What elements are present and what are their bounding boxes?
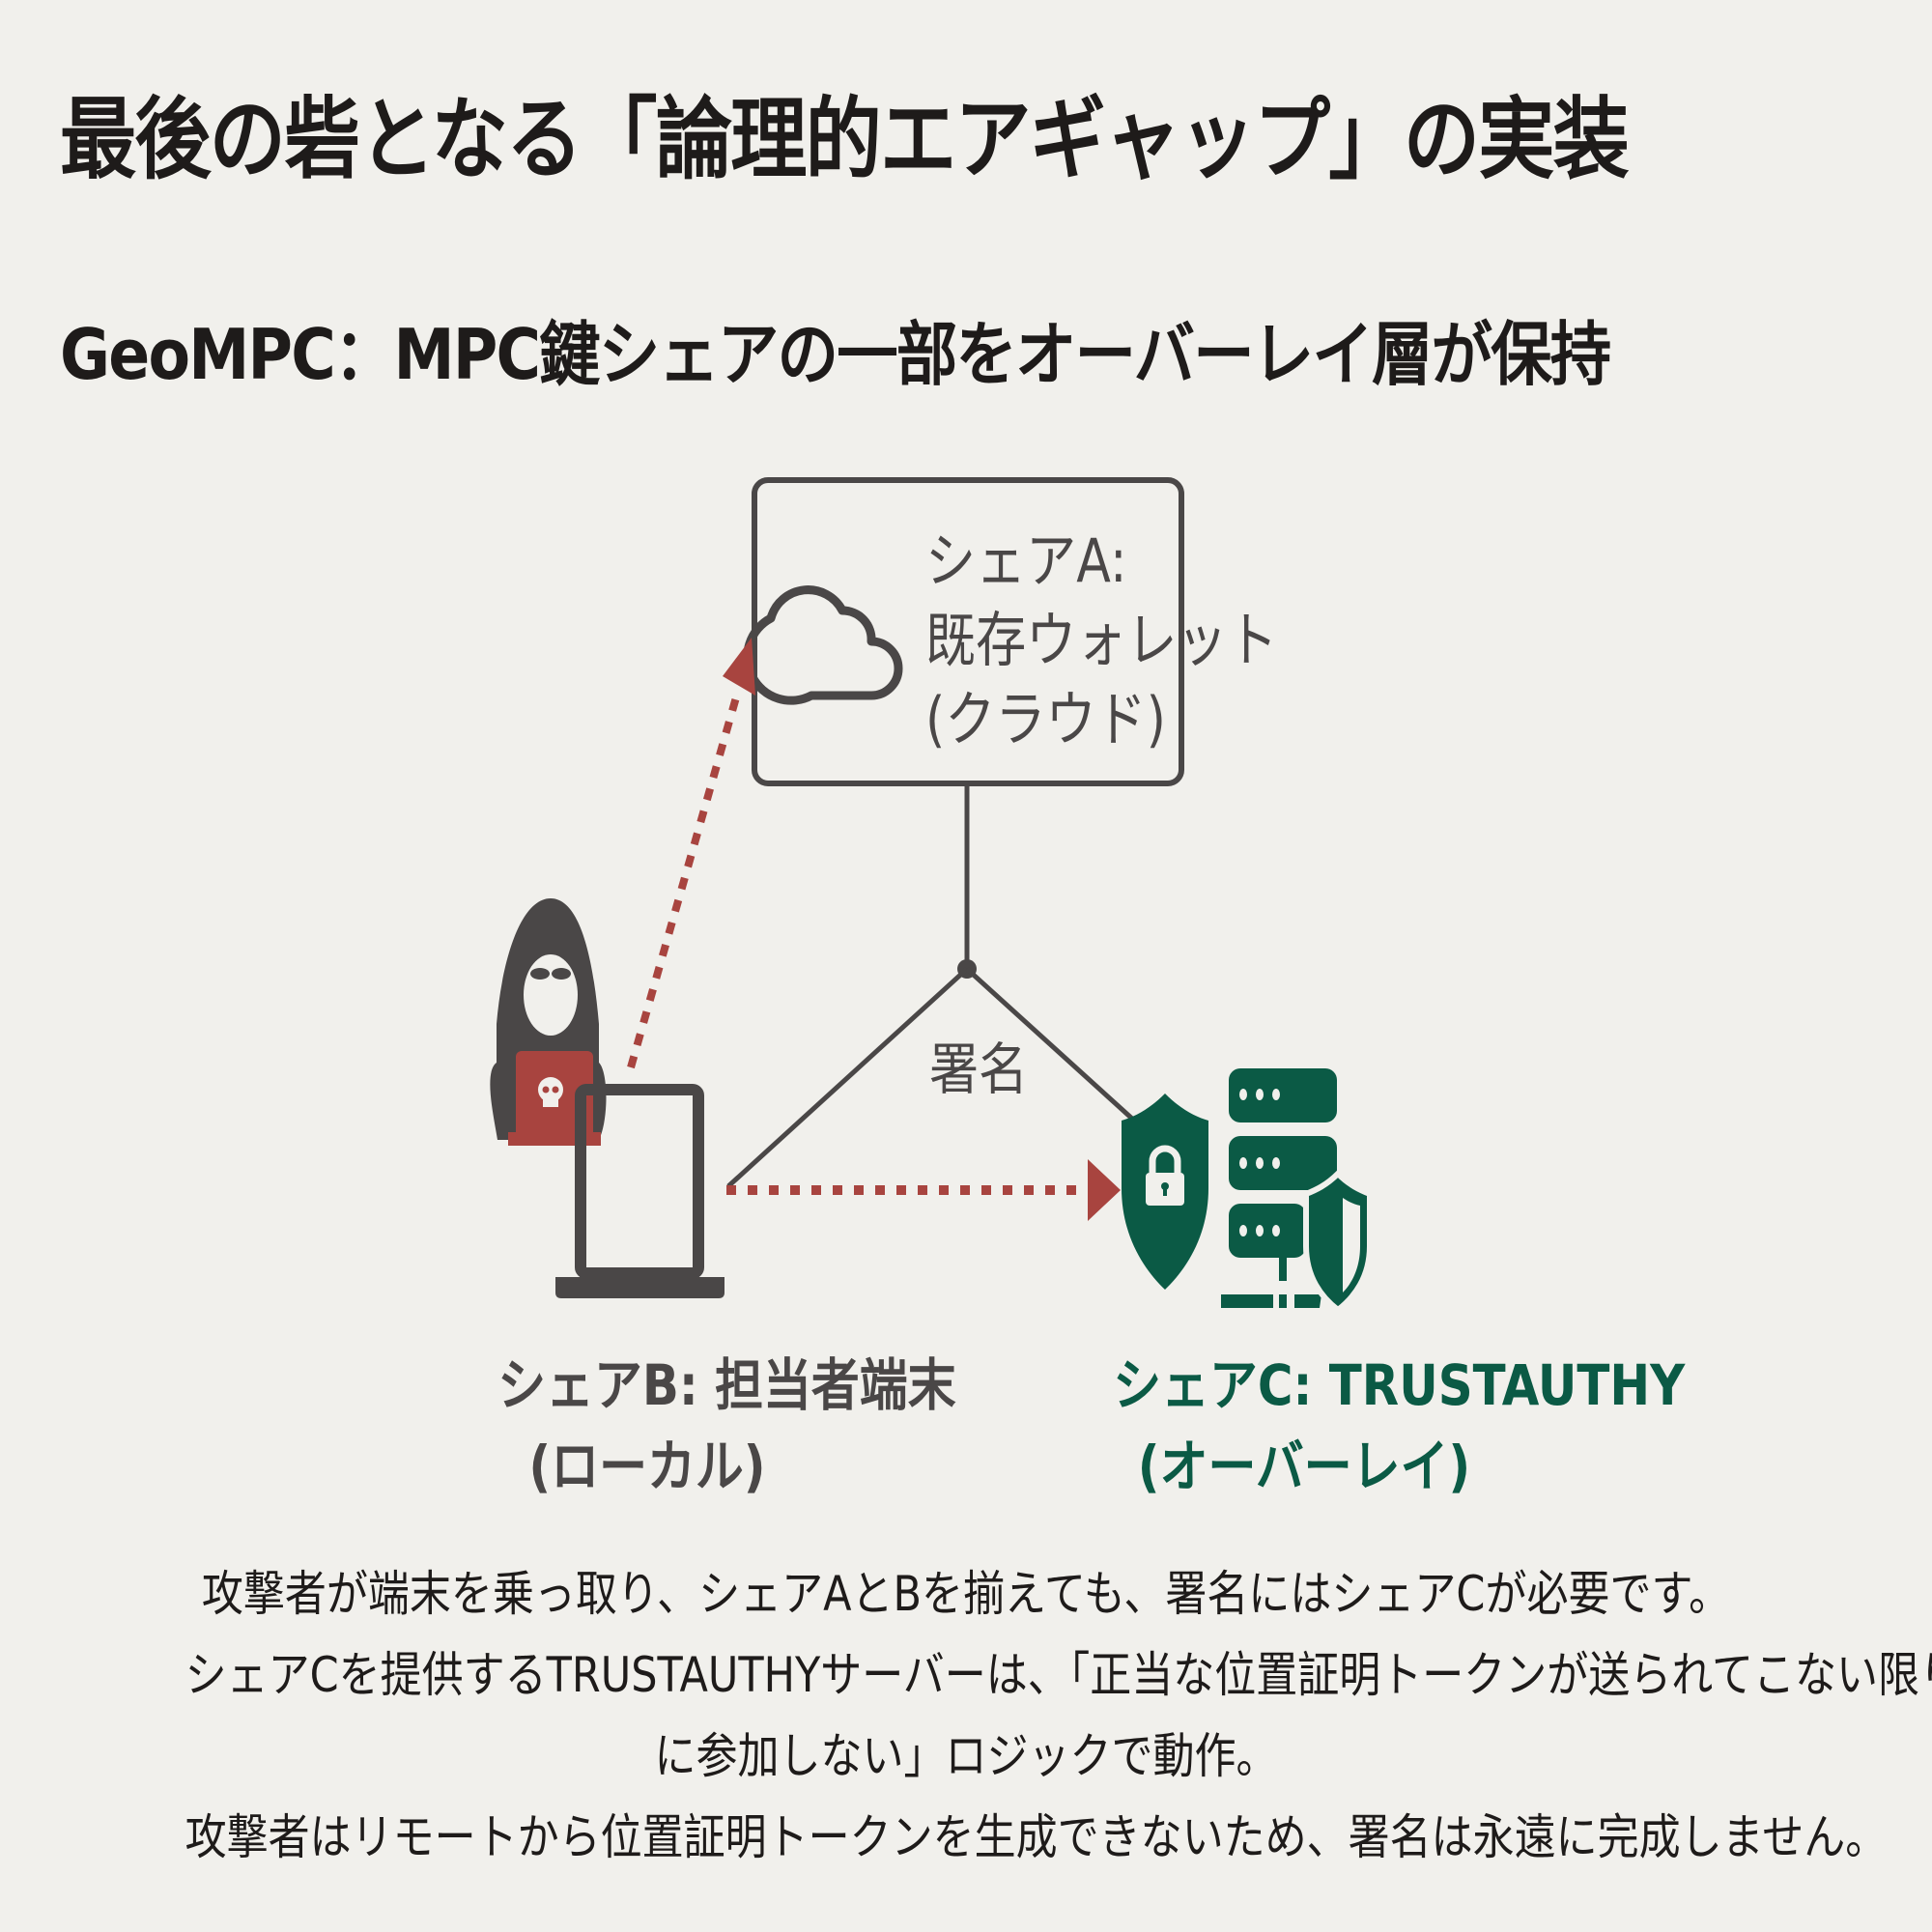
server-shield-icon bbox=[1221, 1068, 1373, 1314]
slide-title: 最後の砦となる「論理的エアギャップ」の実装 bbox=[60, 88, 1630, 191]
share-c-location: (オーバーレイ) bbox=[1137, 1434, 1471, 1499]
slide-subtitle: GeoMPC：MPC鍵シェアの一部をオーバーレイ層が保持 bbox=[60, 314, 1611, 395]
laptop-icon bbox=[555, 1084, 724, 1298]
explanation-line-4: 攻撃者はリモートから位置証明トークンを生成できないため、署名は永遠に完成しません… bbox=[185, 1809, 1888, 1865]
share-a-label: シェアA: 既存ウォレット (クラウド) bbox=[925, 522, 1278, 759]
skull-icon bbox=[538, 1077, 563, 1107]
share-a-title: シェアA: bbox=[925, 526, 1127, 596]
share-b-label: シェアB: 担当者端末 (ローカル) bbox=[497, 1345, 956, 1507]
explanation-line-3: に参加しない」ロジックで動作。 bbox=[654, 1728, 1278, 1784]
explanation-text: 攻撃者が端末を乗っ取り、シェアAとBを揃えても、署名にはシェアCが必要です。 シ… bbox=[58, 1553, 1932, 1878]
share-a-name: 既存ウォレット bbox=[925, 605, 1278, 675]
signature-line-left bbox=[726, 967, 969, 1188]
explanation-line-2: シェアCを提供するTRUSTAUTHYサーバーは、「正当な位置証明トークンが送ら… bbox=[185, 1647, 1932, 1703]
share-c-label: シェアC: TRUSTAUTHY (オーバーレイ) bbox=[1113, 1345, 1686, 1507]
share-c-title: シェアC: TRUSTAUTHY bbox=[1113, 1352, 1686, 1418]
share-a-location: (クラウド) bbox=[925, 684, 1166, 754]
share-b-location: (ローカル) bbox=[528, 1434, 766, 1499]
share-b-title: シェアB: 担当者端末 bbox=[497, 1352, 956, 1418]
signature-line-right bbox=[965, 967, 1134, 1121]
attack-arrow-to-share-c bbox=[726, 1159, 1121, 1221]
hacker-icon bbox=[490, 898, 607, 1146]
shield-lock-icon bbox=[1122, 1094, 1208, 1290]
cloud-icon bbox=[743, 585, 903, 705]
signature-label: 署名 bbox=[929, 1037, 1029, 1102]
explanation-line-1: 攻撃者が端末を乗っ取り、シェアAとBを揃えても、署名にはシェアCが必要です。 bbox=[201, 1566, 1731, 1622]
attack-arrow-to-share-a bbox=[627, 638, 755, 1069]
